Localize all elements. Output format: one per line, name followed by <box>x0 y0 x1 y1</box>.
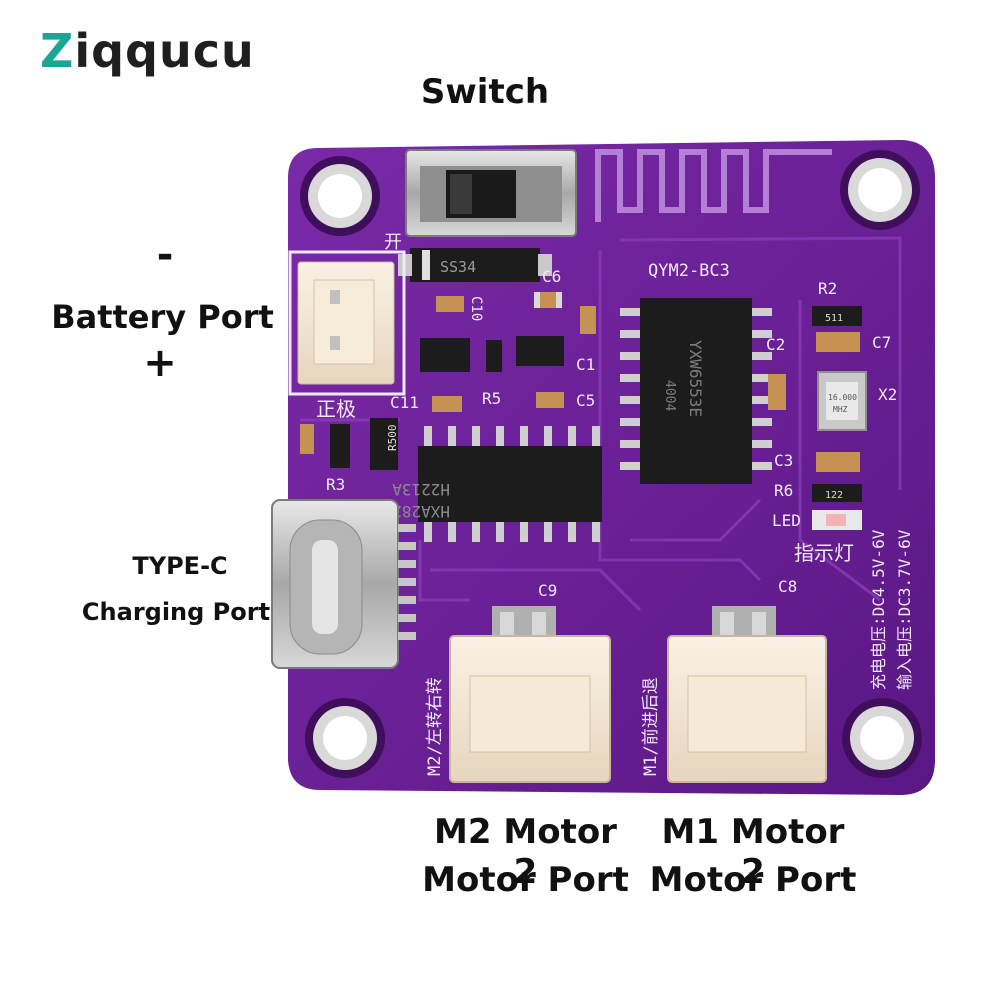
ref-r5: R5 <box>482 389 501 408</box>
motor-connector-m1 <box>667 606 827 783</box>
m2-silk: M2/左转右转 <box>425 677 445 776</box>
right-passives <box>768 306 862 530</box>
ref-c6: C6 <box>542 267 561 286</box>
indicator-silk: 指示灯 <box>794 541 854 565</box>
crystal-unit: MHZ <box>833 405 848 414</box>
m1-callout-line1: M1 Motor 2 <box>661 812 845 892</box>
m2-callout-line2: Motor Port <box>422 860 629 900</box>
motor-driver-ic <box>418 426 602 542</box>
motor-connector-m2 <box>449 606 611 783</box>
crystal-oscillator <box>817 371 867 431</box>
crystal-freq: 16.000 <box>828 393 857 402</box>
diode-ss34 <box>398 248 552 282</box>
ref-c10: C10 <box>468 296 484 321</box>
driver-ic-label-2: HXA2821 <box>383 502 450 521</box>
ref-x2: X2 <box>878 385 897 404</box>
ref-c8: C8 <box>778 577 797 596</box>
board-model-silk: QYM2-BC3 <box>648 261 730 281</box>
ref-c11: C11 <box>390 393 419 412</box>
battery-connector <box>288 250 406 396</box>
ref-c3: C3 <box>774 451 793 470</box>
resistor-r500-label: R500 <box>386 425 399 452</box>
ref-c9: C9 <box>538 581 557 600</box>
ref-led: LED <box>772 511 801 530</box>
positive-silk: 正极 <box>316 397 356 421</box>
input-voltage-silk: 输入电压:DC3.7V-6V <box>895 529 914 690</box>
main-ic-label: YXW6553E <box>686 340 705 417</box>
battery-port-callout: Battery Port <box>51 298 274 336</box>
main-ic-code: 4004 <box>662 380 677 411</box>
pcb-antenna <box>595 149 832 222</box>
r2-value: 511 <box>825 313 843 324</box>
ref-c5: C5 <box>576 391 595 410</box>
ref-r2: R2 <box>818 279 837 298</box>
mounting-holes <box>300 150 922 778</box>
switch-callout: Switch <box>420 72 550 112</box>
r6-value: 122 <box>825 490 843 501</box>
ref-r6: R6 <box>774 481 793 500</box>
typec-callout-line2: Charging Port <box>81 598 271 626</box>
brand-logo-rest: iqqucu <box>74 24 255 78</box>
switch-on-silk: 开 <box>384 232 402 253</box>
sot-transistor-2 <box>516 336 564 366</box>
resistor-r500 <box>370 418 398 470</box>
ref-c7: C7 <box>872 333 891 352</box>
ref-c1: C1 <box>576 355 595 374</box>
sot-transistor-1 <box>420 338 470 372</box>
typec-callout-line1: TYPE-C <box>132 552 228 580</box>
charge-voltage-silk: 充电电压:DC4.5V-6V <box>869 529 888 690</box>
m1-silk: M1/前进后退 <box>641 677 661 776</box>
m1-callout-line2: Motor Port <box>649 860 857 900</box>
driver-ic-label-1: H2213A <box>392 480 450 499</box>
main-ic <box>620 298 772 484</box>
usb-typec-port <box>271 499 416 669</box>
ref-r3: R3 <box>326 475 345 494</box>
slide-switch <box>405 149 577 237</box>
m2-callout-line1: M2 Motor 2 <box>434 812 617 892</box>
ref-c2: C2 <box>766 335 785 354</box>
pcb-traces <box>300 236 902 612</box>
brand-logo-initial: Z <box>40 24 75 78</box>
passive-components <box>300 292 596 468</box>
battery-negative-callout: - <box>156 232 174 278</box>
diode-label: SS34 <box>440 258 476 276</box>
brand-logo: Ziqqucu <box>40 28 255 74</box>
battery-positive-callout: + <box>143 340 177 386</box>
